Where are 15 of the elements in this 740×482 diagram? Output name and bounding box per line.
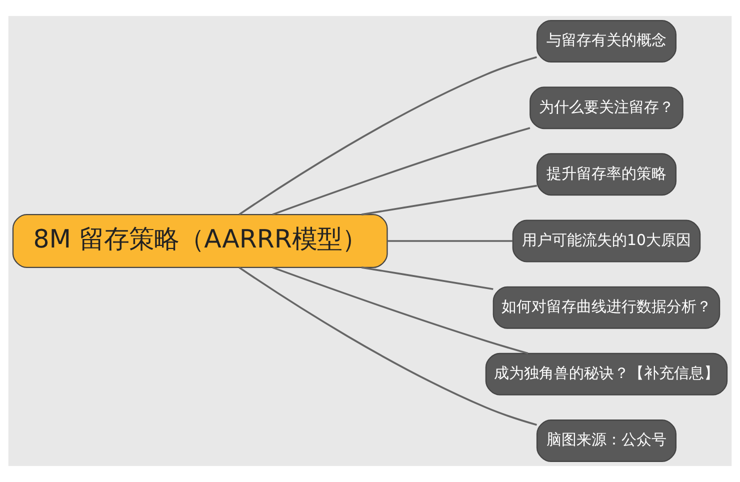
- node-box: 如何对留存曲线进行数据分析？: [492, 286, 720, 329]
- connector: [361, 266, 494, 290]
- connector: [387, 240, 513, 242]
- connector: [272, 127, 530, 216]
- node-box: 脑图来源：公众号: [536, 420, 676, 462]
- connector: [361, 184, 538, 216]
- connector: [272, 266, 528, 354]
- node-box: 8M 留存策略（AARRR模型）: [12, 214, 388, 268]
- node-box: 与留存有关的概念: [536, 20, 676, 62]
- node-box: 提升留存率的策略: [536, 153, 676, 196]
- connector: [238, 56, 537, 216]
- node-box: 为什么要关注留存？: [530, 86, 684, 130]
- node-box: 用户可能流失的10大原因: [512, 220, 701, 262]
- node-box: 成为独角兽的秘诀？【补充信息】: [485, 352, 728, 396]
- connector: [238, 266, 537, 426]
